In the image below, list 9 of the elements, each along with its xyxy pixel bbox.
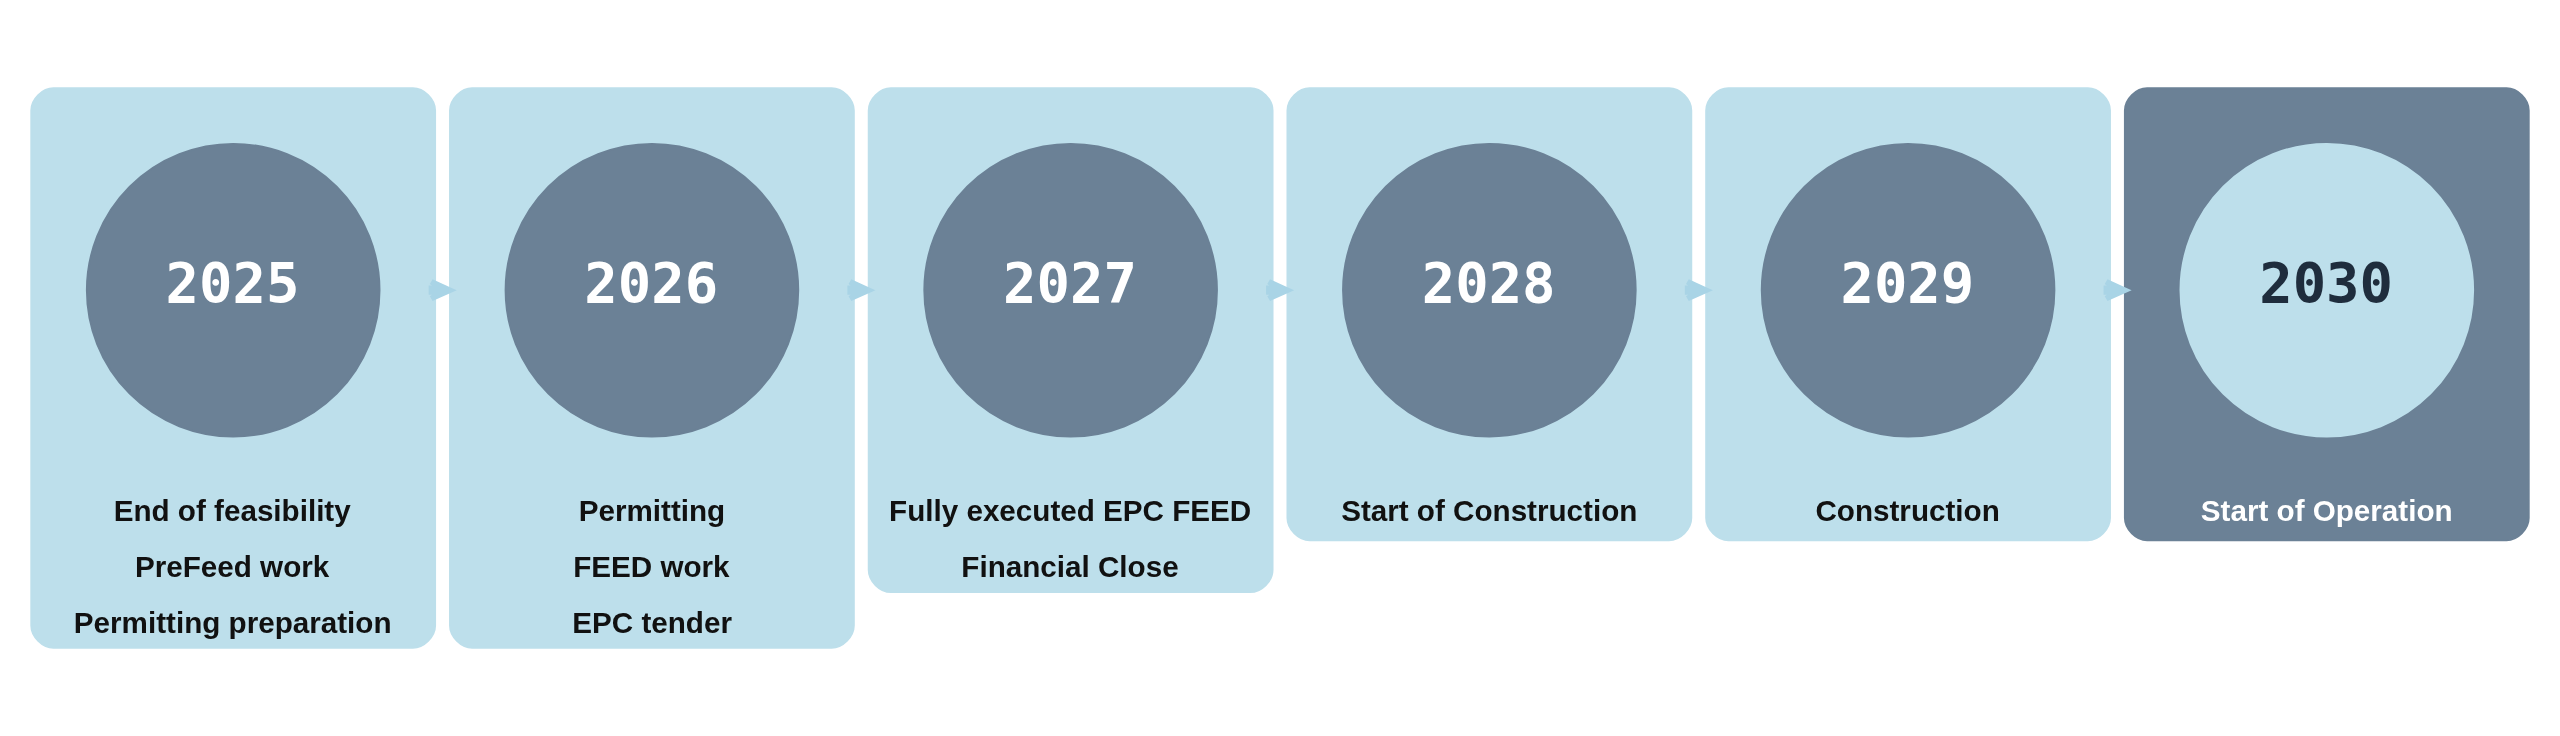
arrow bbox=[1266, 279, 1291, 302]
arrow bbox=[847, 279, 872, 302]
node-circle: 2028 bbox=[1342, 142, 1637, 438]
node-circle: 2027 bbox=[923, 142, 1218, 438]
node-circle: 2030 bbox=[2179, 142, 2475, 438]
arrow bbox=[428, 279, 453, 302]
node-circle: 2026 bbox=[504, 142, 800, 438]
node-circle: 2025 bbox=[85, 142, 381, 438]
node-circle: 2029 bbox=[1760, 142, 2056, 438]
